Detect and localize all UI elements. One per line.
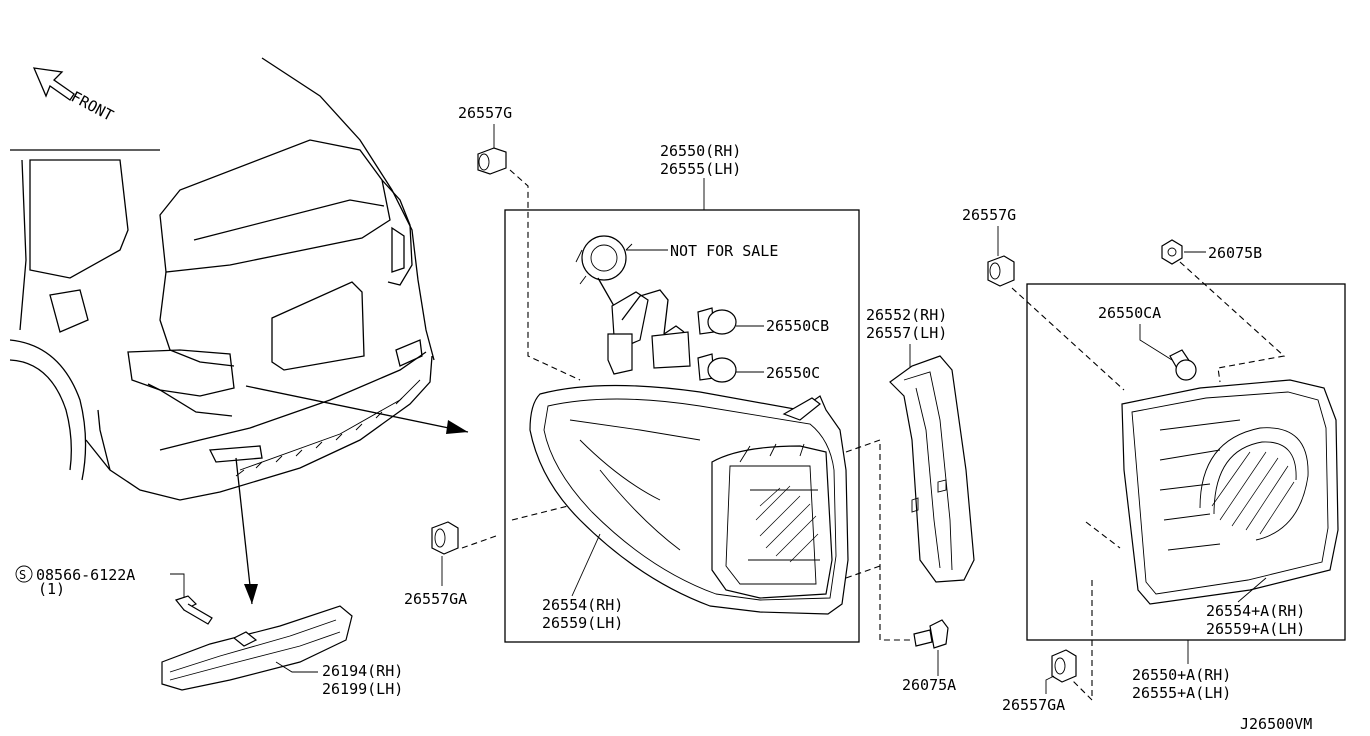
bulb-cb-icon — [697, 307, 737, 335]
rear-combination-lamp — [529, 384, 849, 615]
front-arrow-icon — [32, 67, 75, 101]
grommet-ga-icon — [431, 521, 459, 555]
label-housing-a-rh: 26554+A(RH) — [1206, 602, 1305, 620]
label-grommet-right: 26557G — [962, 206, 1016, 224]
rear-reflector — [161, 605, 353, 691]
label-housing-a-lh: 26559+A(LH) — [1206, 620, 1305, 638]
label-reflector-rh: 26194(RH) — [322, 662, 403, 680]
bulb-ca-icon — [1169, 349, 1197, 381]
label-screw-b: 26075B — [1208, 244, 1262, 262]
vehicle-rear-illustration — [9, 57, 435, 501]
svg-text:S: S — [19, 568, 26, 582]
grommet-right-icon — [987, 255, 1015, 287]
diagram-code: J26500VM — [1240, 715, 1312, 733]
bulb-c-icon — [697, 353, 737, 383]
label-grommet-ga-left: 26557GA — [404, 590, 467, 608]
label-grommet-ga-bottom: 26557GA — [1002, 696, 1065, 714]
label-bolt-qty: (1) — [38, 580, 65, 598]
grommet-icon — [477, 147, 507, 175]
label-lamp-assy-lh: 26555(LH) — [660, 160, 741, 178]
label-lamp-a-rh: 26550+A(RH) — [1132, 666, 1231, 684]
screw-a-icon — [913, 619, 949, 649]
label-grommet-top: 26557G — [458, 104, 512, 122]
lamp-a-assembly-box — [1026, 283, 1346, 641]
bulb-socket-harness — [575, 235, 691, 375]
label-lamp-a-lh: 26555+A(LH) — [1132, 684, 1231, 702]
label-gasket-lh: 26557(LH) — [866, 324, 947, 342]
bolt-icon — [174, 595, 213, 625]
label-gasket-rh: 26552(RH) — [866, 306, 947, 324]
bolt-symbol: S — [15, 565, 33, 583]
location-arrows — [235, 385, 469, 605]
lamp-gasket — [889, 355, 975, 583]
label-bulb-c: 26550C — [766, 364, 820, 382]
label-screw-a: 26075A — [902, 676, 956, 694]
label-bulb-ca: 26550CA — [1098, 304, 1161, 322]
grommet-ga-bottom-icon — [1051, 649, 1077, 683]
label-housing-rh: 26554(RH) — [542, 596, 623, 614]
label-not-for-sale: NOT FOR SALE — [670, 242, 778, 260]
lamp-assembly-box — [504, 209, 860, 643]
label-lamp-assy-rh: 26550(RH) — [660, 142, 741, 160]
front-label: FRONT — [68, 88, 116, 125]
label-reflector-lh: 26199(LH) — [322, 680, 403, 698]
screw-b-icon — [1161, 239, 1183, 265]
label-bulb-cb: 26550CB — [766, 317, 829, 335]
label-housing-lh: 26559(LH) — [542, 614, 623, 632]
rear-lamp-inner — [1121, 379, 1339, 605]
label-bolt-part: 08566-6122A — [36, 566, 135, 584]
